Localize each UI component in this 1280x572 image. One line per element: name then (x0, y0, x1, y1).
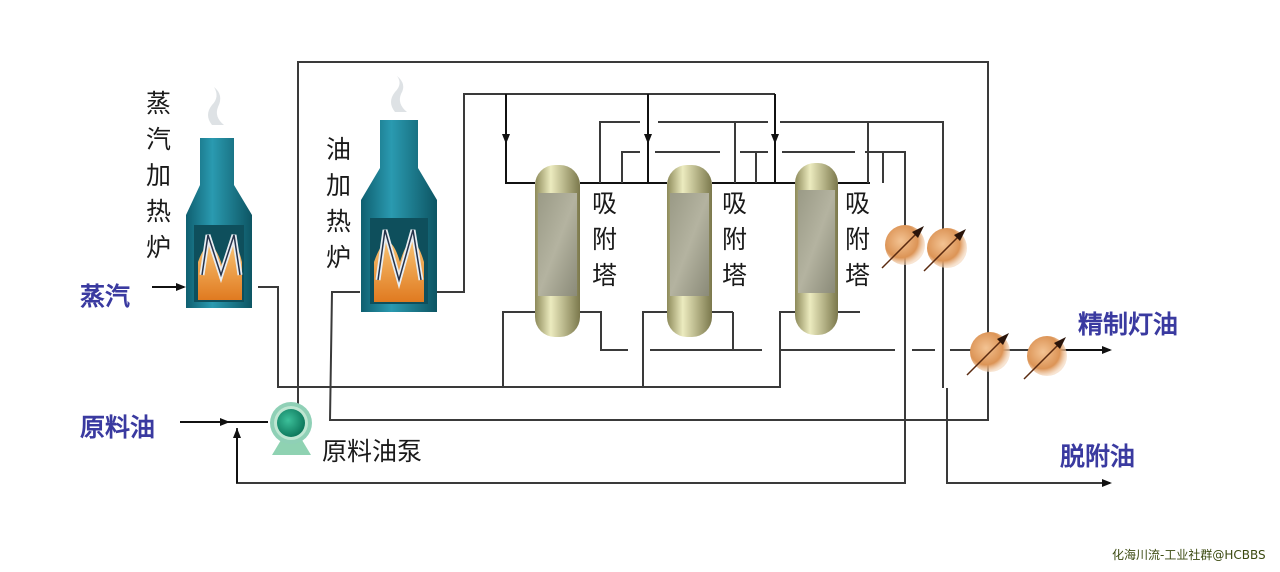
pipe-steam-outlet (258, 286, 795, 388)
svg-text:加: 加 (326, 171, 351, 200)
steam-furnace[interactable] (186, 87, 252, 308)
pipe-product-line (580, 311, 1080, 351)
steam-furnace-label: 蒸 汽 加 热 炉 (146, 89, 171, 262)
svg-text:吸: 吸 (845, 189, 870, 218)
heat-exchanger-4[interactable] (1023, 336, 1067, 380)
svg-text:塔: 塔 (592, 261, 617, 290)
pipe-network (152, 61, 1112, 487)
adsorber-2-label: 吸 附 塔 (722, 189, 747, 290)
stream-label-steam: 蒸汽 (80, 282, 130, 311)
svg-text:汽: 汽 (146, 125, 171, 154)
stream-label-desorbed-oil: 脱附油 (1060, 442, 1135, 471)
pipe-feed-tower1 (505, 94, 535, 184)
svg-text:塔: 塔 (845, 261, 870, 290)
smoke-icon (208, 87, 224, 125)
svg-text:附: 附 (722, 225, 747, 254)
stream-label-feed-oil: 原料油 (80, 413, 155, 442)
svg-text:热: 热 (146, 197, 171, 226)
heat-exchanger-2[interactable] (923, 228, 967, 272)
heat-exchanger-3[interactable] (966, 332, 1010, 376)
svg-text:加: 加 (146, 161, 171, 190)
svg-text:蒸: 蒸 (146, 89, 171, 118)
watermark: 化海川流-工业社群@HCBBS (1112, 547, 1266, 562)
svg-text:附: 附 (592, 225, 617, 254)
svg-text:炉: 炉 (146, 233, 171, 262)
pipe-tower1-bottom-in (502, 311, 535, 387)
heat-exchanger-1[interactable] (881, 225, 925, 269)
adsorber-tower-3[interactable] (795, 163, 838, 335)
adsorber-tower-1[interactable] (535, 165, 580, 337)
pipe-oil-furnace-outlet (435, 93, 775, 293)
pipe-upper-header (599, 121, 944, 388)
oil-furnace[interactable] (361, 76, 437, 312)
svg-text:炉: 炉 (326, 243, 351, 272)
adsorber-3-label: 吸 附 塔 (845, 189, 870, 290)
svg-text:吸: 吸 (722, 189, 747, 218)
adsorber-1-label: 吸 附 塔 (592, 189, 617, 290)
oil-furnace-label: 油 加 热 炉 (326, 135, 351, 272)
pipe-second-header (236, 151, 906, 484)
smoke-icon (391, 76, 407, 112)
feed-oil-pump[interactable] (270, 402, 312, 455)
svg-text:油: 油 (326, 135, 351, 164)
svg-text:塔: 塔 (722, 261, 747, 290)
stream-label-refined-kerosene: 精制灯油 (1078, 310, 1178, 339)
pipe-desorbed-oil (946, 388, 1112, 487)
pipe-tower2-bottom-in (642, 311, 667, 387)
svg-text:附: 附 (845, 225, 870, 254)
svg-text:热: 热 (326, 207, 351, 236)
adsorber-tower-2[interactable] (667, 165, 712, 337)
svg-text:吸: 吸 (592, 189, 617, 218)
pump-label: 原料油泵 (322, 437, 422, 466)
